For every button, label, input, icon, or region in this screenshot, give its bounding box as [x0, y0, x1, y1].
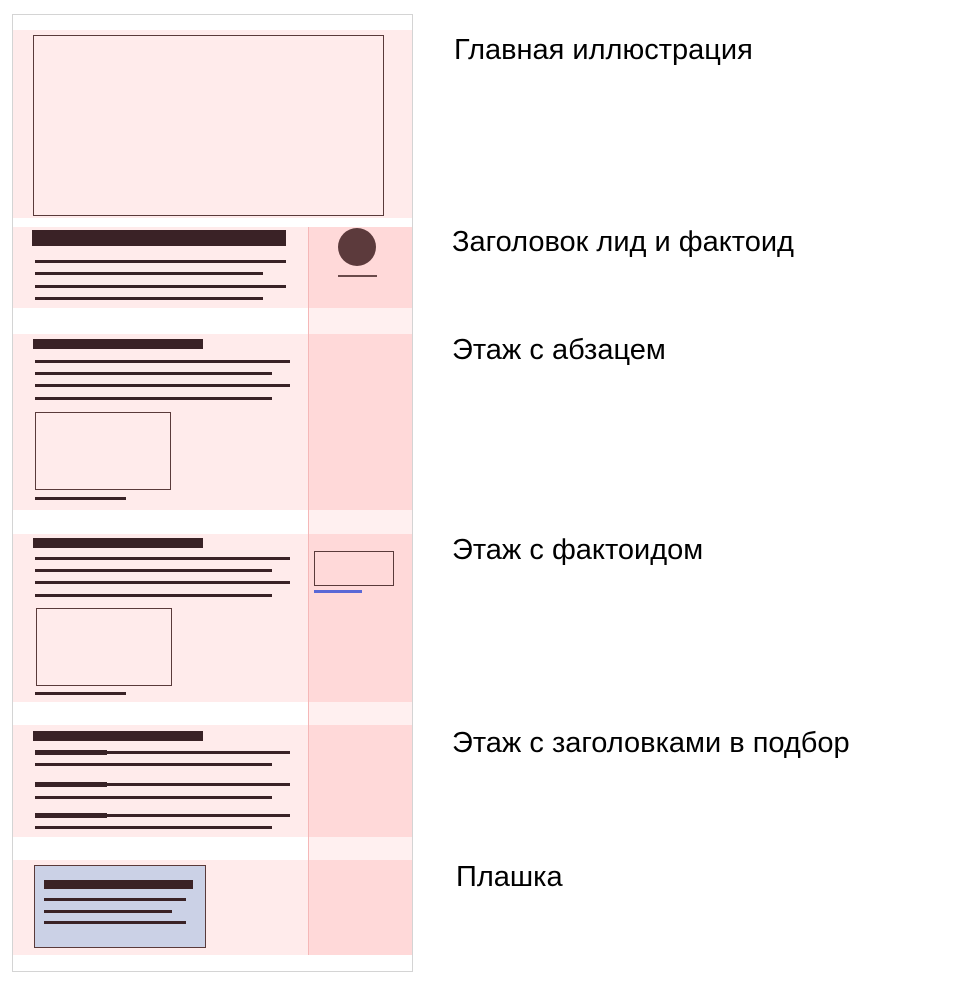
paragraph-line [107, 783, 290, 786]
plate-line [44, 921, 186, 924]
side-column [308, 308, 412, 334]
paragraph-line [35, 360, 290, 363]
lead-line [35, 297, 263, 300]
paragraph-line [35, 384, 290, 387]
page-outline [12, 14, 413, 972]
factoid-avatar [338, 228, 376, 266]
plate-line [44, 898, 186, 901]
lead-line [35, 285, 286, 288]
lead-line [35, 272, 263, 275]
headline-bar [32, 230, 286, 246]
subheading-bar [33, 339, 203, 349]
plate-line [44, 910, 172, 913]
label-floor-factoid: Этаж с фактоидом [452, 534, 704, 566]
side-column [308, 837, 412, 860]
label-plate: Плашка [456, 861, 563, 893]
factoid-link-line [314, 590, 362, 593]
inline-headline-bar [35, 750, 107, 755]
inline-headline-bar [35, 782, 107, 787]
label-main-illustration: Главная иллюстрация [454, 34, 753, 66]
paragraph-line [35, 594, 272, 597]
side-column [308, 510, 412, 534]
paragraph-line [35, 557, 290, 560]
image-placeholder [36, 608, 172, 686]
label-floor-headlines: Этаж с заголовками в подбор [452, 727, 850, 759]
side-column [308, 725, 412, 837]
image-caption-line [35, 692, 126, 695]
paragraph-line [107, 751, 290, 754]
factoid-caption-line [338, 275, 377, 277]
side-column [308, 702, 412, 725]
inline-headline-bar [35, 813, 107, 818]
image-placeholder [35, 412, 171, 490]
section-main-illustration [13, 30, 412, 218]
paragraph-line [35, 372, 272, 375]
subheading-bar [33, 538, 203, 548]
label-floor-paragraph: Этаж с абзацем [452, 334, 666, 366]
paragraph-line [107, 814, 290, 817]
paragraph-line [35, 397, 272, 400]
paragraph-line [35, 763, 272, 766]
plate-box [34, 865, 206, 948]
paragraph-line [35, 796, 272, 799]
subheading-bar [33, 731, 203, 741]
label-headline-lead-factoid: Заголовок лид и фактоид [452, 226, 794, 258]
paragraph-line [35, 826, 272, 829]
factoid-box [314, 551, 394, 586]
side-column [308, 860, 412, 955]
illustration-placeholder [33, 35, 384, 216]
paragraph-line [35, 581, 290, 584]
side-column [308, 334, 412, 510]
plate-heading-bar [44, 880, 193, 889]
lead-line [35, 260, 286, 263]
side-column [308, 534, 412, 702]
image-caption-line [35, 497, 126, 500]
paragraph-line [35, 569, 272, 572]
